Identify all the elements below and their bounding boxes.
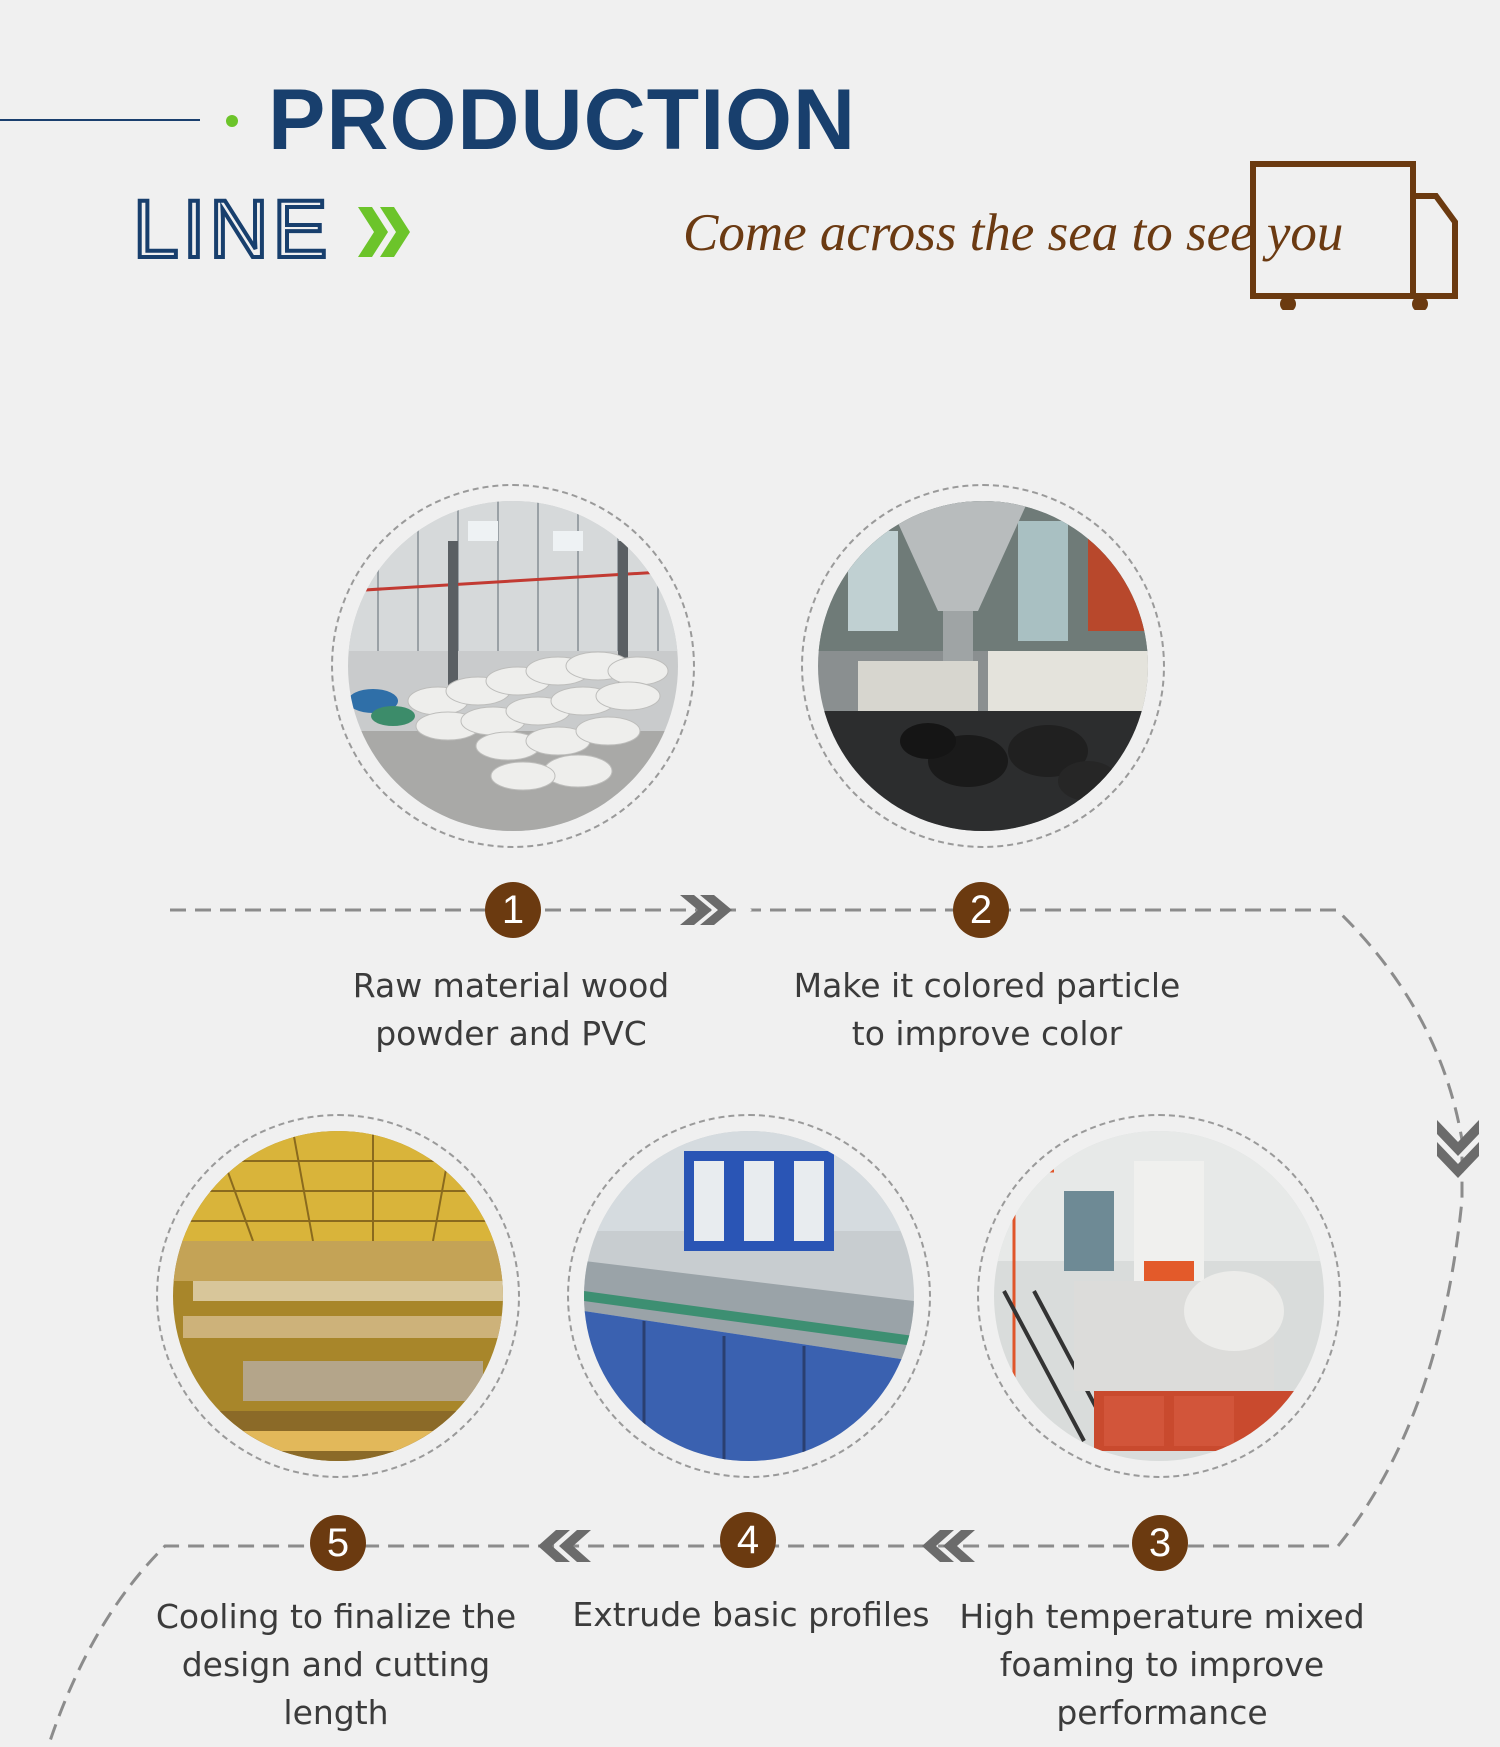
hot-mixer-photo [977,1114,1341,1478]
step-3-caption: High temperature mixed foaming to improv… [959,1597,1365,1732]
double-chevron-right-icon [680,895,752,925]
step-2-badge: 2 [953,882,1009,938]
step-1-caption: Raw material wood powder and PVC [352,966,670,1053]
double-chevron-right-icon [358,207,410,257]
step-2-caption: Make it colored particle to improve colo… [793,966,1181,1053]
step-5-caption: Cooling to finalize the design and cutti… [155,1597,517,1732]
tagline: Come across the sea to see you [683,204,1344,262]
double-chevron-left-icon [538,1530,591,1562]
extruder-line-photo [567,1114,931,1478]
step-5-badge: 5 [310,1515,366,1571]
green-dot [226,115,238,127]
step-3-badge: 3 [1132,1515,1188,1571]
double-chevron-down-icon [1437,1120,1479,1178]
hopper-mixer-photo [801,484,1165,848]
delivery-truck-icon [1250,161,1458,310]
double-chevron-left-icon [922,1530,975,1562]
header-rule [0,119,200,121]
cooling-hall-photo [156,1114,520,1478]
step-4-caption: Extrude basic profiles [572,1595,930,1634]
step-1-badge: 1 [485,882,541,938]
title-line: LINE [131,182,332,277]
step-4-badge: 4 [720,1512,776,1568]
title-production: PRODUCTION [268,72,857,168]
warehouse-bags-photo [331,484,695,848]
